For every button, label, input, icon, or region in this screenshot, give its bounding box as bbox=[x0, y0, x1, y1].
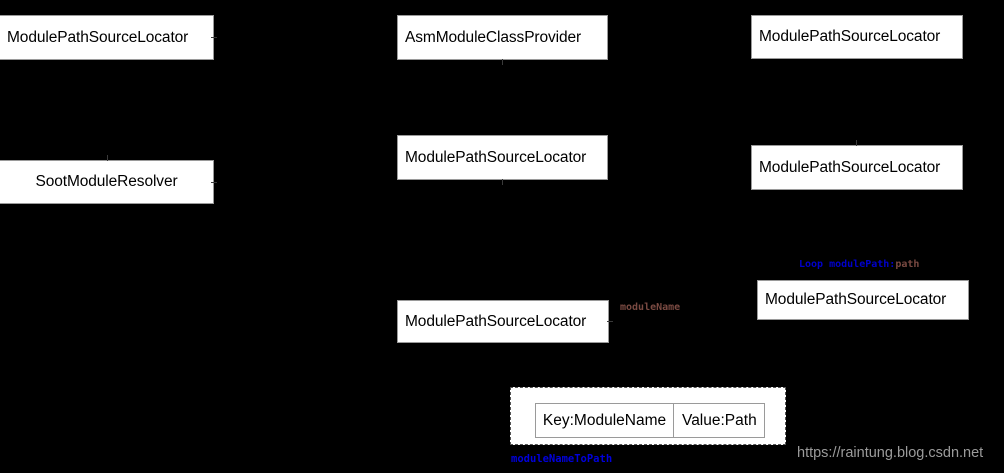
loop-label-prefix: Loop modulePath: bbox=[799, 259, 896, 270]
node-module-path-source-locator-4[interactable]: ModulePathSourceLocator bbox=[751, 145, 963, 190]
node-module-path-source-locator-2[interactable]: ModulePathSourceLocator bbox=[751, 15, 963, 59]
module-name-param-text: moduleName bbox=[620, 302, 681, 313]
watermark-url: https://raintung.blog.csdn.net bbox=[797, 445, 984, 461]
module-name-param-label: moduleName bbox=[620, 302, 680, 313]
node-module-path-source-locator-1[interactable]: ModulePathSourceLocator bbox=[0, 15, 214, 60]
lifeline-tick-1 bbox=[211, 37, 217, 38]
map-entry-table: Key:ModuleName Value:Path bbox=[535, 403, 765, 438]
lifeline-tick-5 bbox=[502, 179, 503, 185]
node-module-path-source-locator-6[interactable]: ModulePathSourceLocator bbox=[397, 300, 609, 343]
node-module-path-source-locator-5[interactable]: ModulePathSourceLocator bbox=[757, 280, 969, 320]
lifeline-tick-6 bbox=[856, 140, 857, 146]
loop-label: Loop modulePath:path bbox=[799, 259, 919, 270]
lifeline-tick-7 bbox=[607, 321, 613, 322]
lifeline-tick-4 bbox=[211, 182, 217, 183]
node-label: ModulePathSourceLocator bbox=[7, 28, 189, 46]
node-label: ModulePathSourceLocator bbox=[759, 28, 941, 45]
loop-label-variable: path bbox=[895, 259, 920, 270]
node-soot-module-resolver[interactable]: SootModuleResolver bbox=[0, 160, 214, 204]
node-label: AsmModuleClassProvider bbox=[405, 28, 582, 46]
node-module-path-source-locator-3[interactable]: ModulePathSourceLocator bbox=[397, 135, 608, 180]
map-key-cell: Key:ModuleName bbox=[542, 411, 667, 429]
node-label: ModulePathSourceLocator bbox=[405, 312, 587, 330]
map-name-label: moduleNameToPath bbox=[511, 453, 613, 465]
node-label: SootModuleResolver bbox=[35, 173, 178, 190]
node-label: ModulePathSourceLocator bbox=[759, 158, 941, 176]
node-label: ModulePathSourceLocator bbox=[405, 148, 587, 166]
node-asm-module-class-provider[interactable]: AsmModuleClassProvider bbox=[397, 15, 608, 60]
node-label: ModulePathSourceLocator bbox=[765, 291, 947, 308]
lifeline-tick-3 bbox=[107, 155, 108, 161]
lifeline-tick-2 bbox=[502, 59, 503, 65]
map-value-cell: Value:Path bbox=[673, 404, 765, 437]
